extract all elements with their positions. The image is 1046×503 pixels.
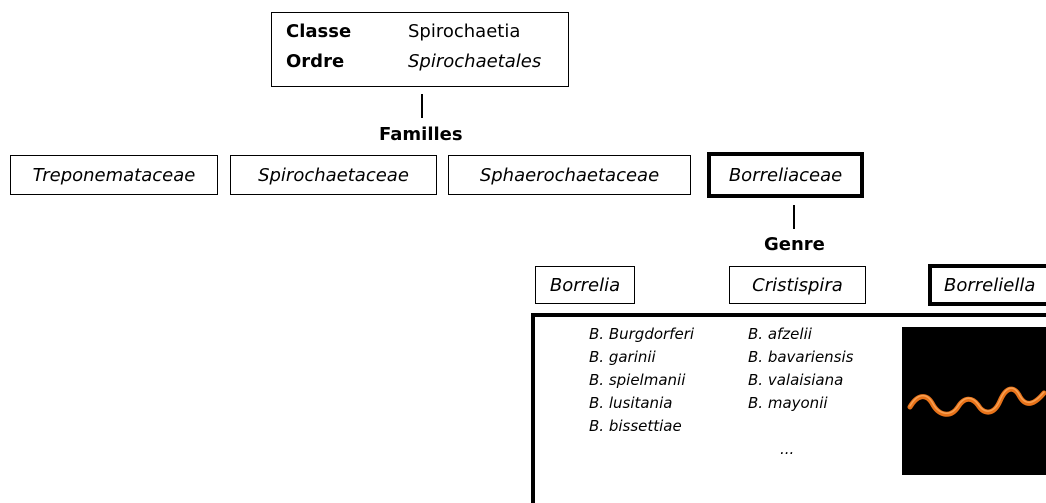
species-box <box>531 313 1046 503</box>
classe-label: Classe <box>286 21 352 42</box>
ordre-label: Ordre <box>286 51 345 72</box>
species-item: B. Burgdorferi <box>589 325 695 343</box>
species-item: B. bissettiae <box>589 417 682 435</box>
borrelia-micrograph <box>902 327 1046 475</box>
species-item: B. spielmanii <box>589 371 686 389</box>
family-treponemataceae: Treponemataceae <box>10 155 218 195</box>
species-item: B. bavariensis <box>748 348 854 366</box>
classe-value: Spirochaetia <box>408 21 521 42</box>
family-borreliaceae: Borreliaceae <box>707 152 864 198</box>
family-sphaerochaetaceae: Sphaerochaetaceae <box>448 155 691 195</box>
genus-borreliella: Borreliella <box>928 264 1046 306</box>
spirochete-icon <box>907 386 1046 417</box>
familles-heading: Familles <box>379 124 463 145</box>
species-item: B. valaisiana <box>748 371 844 389</box>
genus-cristispira: Cristispira <box>729 266 866 304</box>
family-spirochaetaceae: Spirochaetaceae <box>230 155 437 195</box>
species-item: B. garinii <box>589 348 656 366</box>
ordre-value: Spirochaetales <box>408 51 542 72</box>
genus-borrelia: Borrelia <box>535 266 635 304</box>
classification-box: Classe Spirochaetia Ordre Spirochaetales <box>271 12 569 87</box>
species-item: B. lusitania <box>589 394 673 412</box>
connector-line <box>793 205 795 229</box>
species-item: B. mayonii <box>748 394 828 412</box>
genre-heading: Genre <box>764 234 825 255</box>
connector-line <box>421 94 423 118</box>
species-ellipsis: ... <box>780 440 795 458</box>
species-item: B. afzelii <box>748 325 812 343</box>
